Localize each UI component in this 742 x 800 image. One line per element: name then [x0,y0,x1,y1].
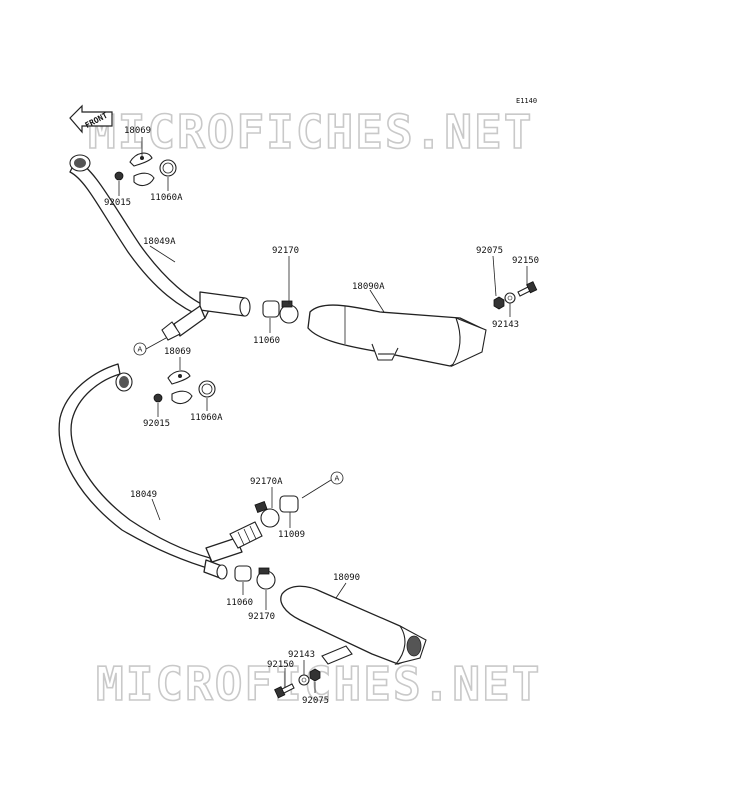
label-92015-mid: 92015 [143,419,170,429]
bolt-92150-low [274,683,295,699]
gasket-11060A-top [159,159,177,177]
label-18049A: 18049A [143,237,176,247]
label-92075-top: 92075 [476,246,503,256]
diagram-code: E1140 [516,97,537,105]
label-92150-low: 92150 [267,660,294,670]
label-11060-top: 11060 [253,336,280,346]
svg-text:A: A [138,346,143,354]
ref-marker-a-lower: A [301,471,344,499]
label-92143-top: 92143 [492,320,519,330]
bolt-92150-top [517,281,538,297]
nut-92075-top [493,296,505,310]
clamp-92170A [254,501,280,528]
watermark-bottom: MICROFICHES.NET [96,657,541,711]
nut-92015-mid [153,393,163,403]
clamp-92170-low [256,567,276,590]
label-18049: 18049 [130,490,157,500]
gasket-11009 [279,495,299,513]
label-92143-low: 92143 [288,650,315,660]
label-18090: 18090 [333,573,360,583]
label-11060A-mid: 11060A [190,413,223,423]
ref-marker-a-top: A [133,337,167,356]
nut-92075-low [309,668,321,682]
front-arrow-icon: FRONT [69,104,113,134]
label-18069-mid: 18069 [164,347,191,357]
muffler-18090 [280,585,427,665]
label-11009: 11009 [278,530,305,540]
label-92170A: 92170A [250,477,283,487]
label-18090A: 18090A [352,282,385,292]
label-92075-low: 92075 [302,696,329,706]
svg-text:A: A [335,475,340,483]
label-92150-top: 92150 [512,256,539,266]
gasket-11060-top [262,300,280,318]
label-11060A-top: 11060A [150,193,183,203]
label-92170-low: 92170 [248,612,275,622]
washer-92143-low [298,674,310,686]
watermark-top: MICROFICHES.NET [88,105,533,159]
label-18069-top: 18069 [124,126,151,136]
nut-92015-top [114,171,124,181]
muffler-18090A [307,304,487,368]
header-pipe-18049 [58,363,263,580]
label-11060-low: 11060 [226,598,253,608]
flange-18069-mid [167,370,193,405]
label-92170-top: 92170 [272,246,299,256]
gasket-11060A-mid [198,380,216,398]
gasket-11060-low [234,565,252,582]
label-92015-top: 92015 [104,198,131,208]
washer-92143-top [504,292,516,304]
flange-18069-top [129,152,155,187]
clamp-92170-top [279,300,299,324]
header-pipe-18049A [69,154,251,341]
